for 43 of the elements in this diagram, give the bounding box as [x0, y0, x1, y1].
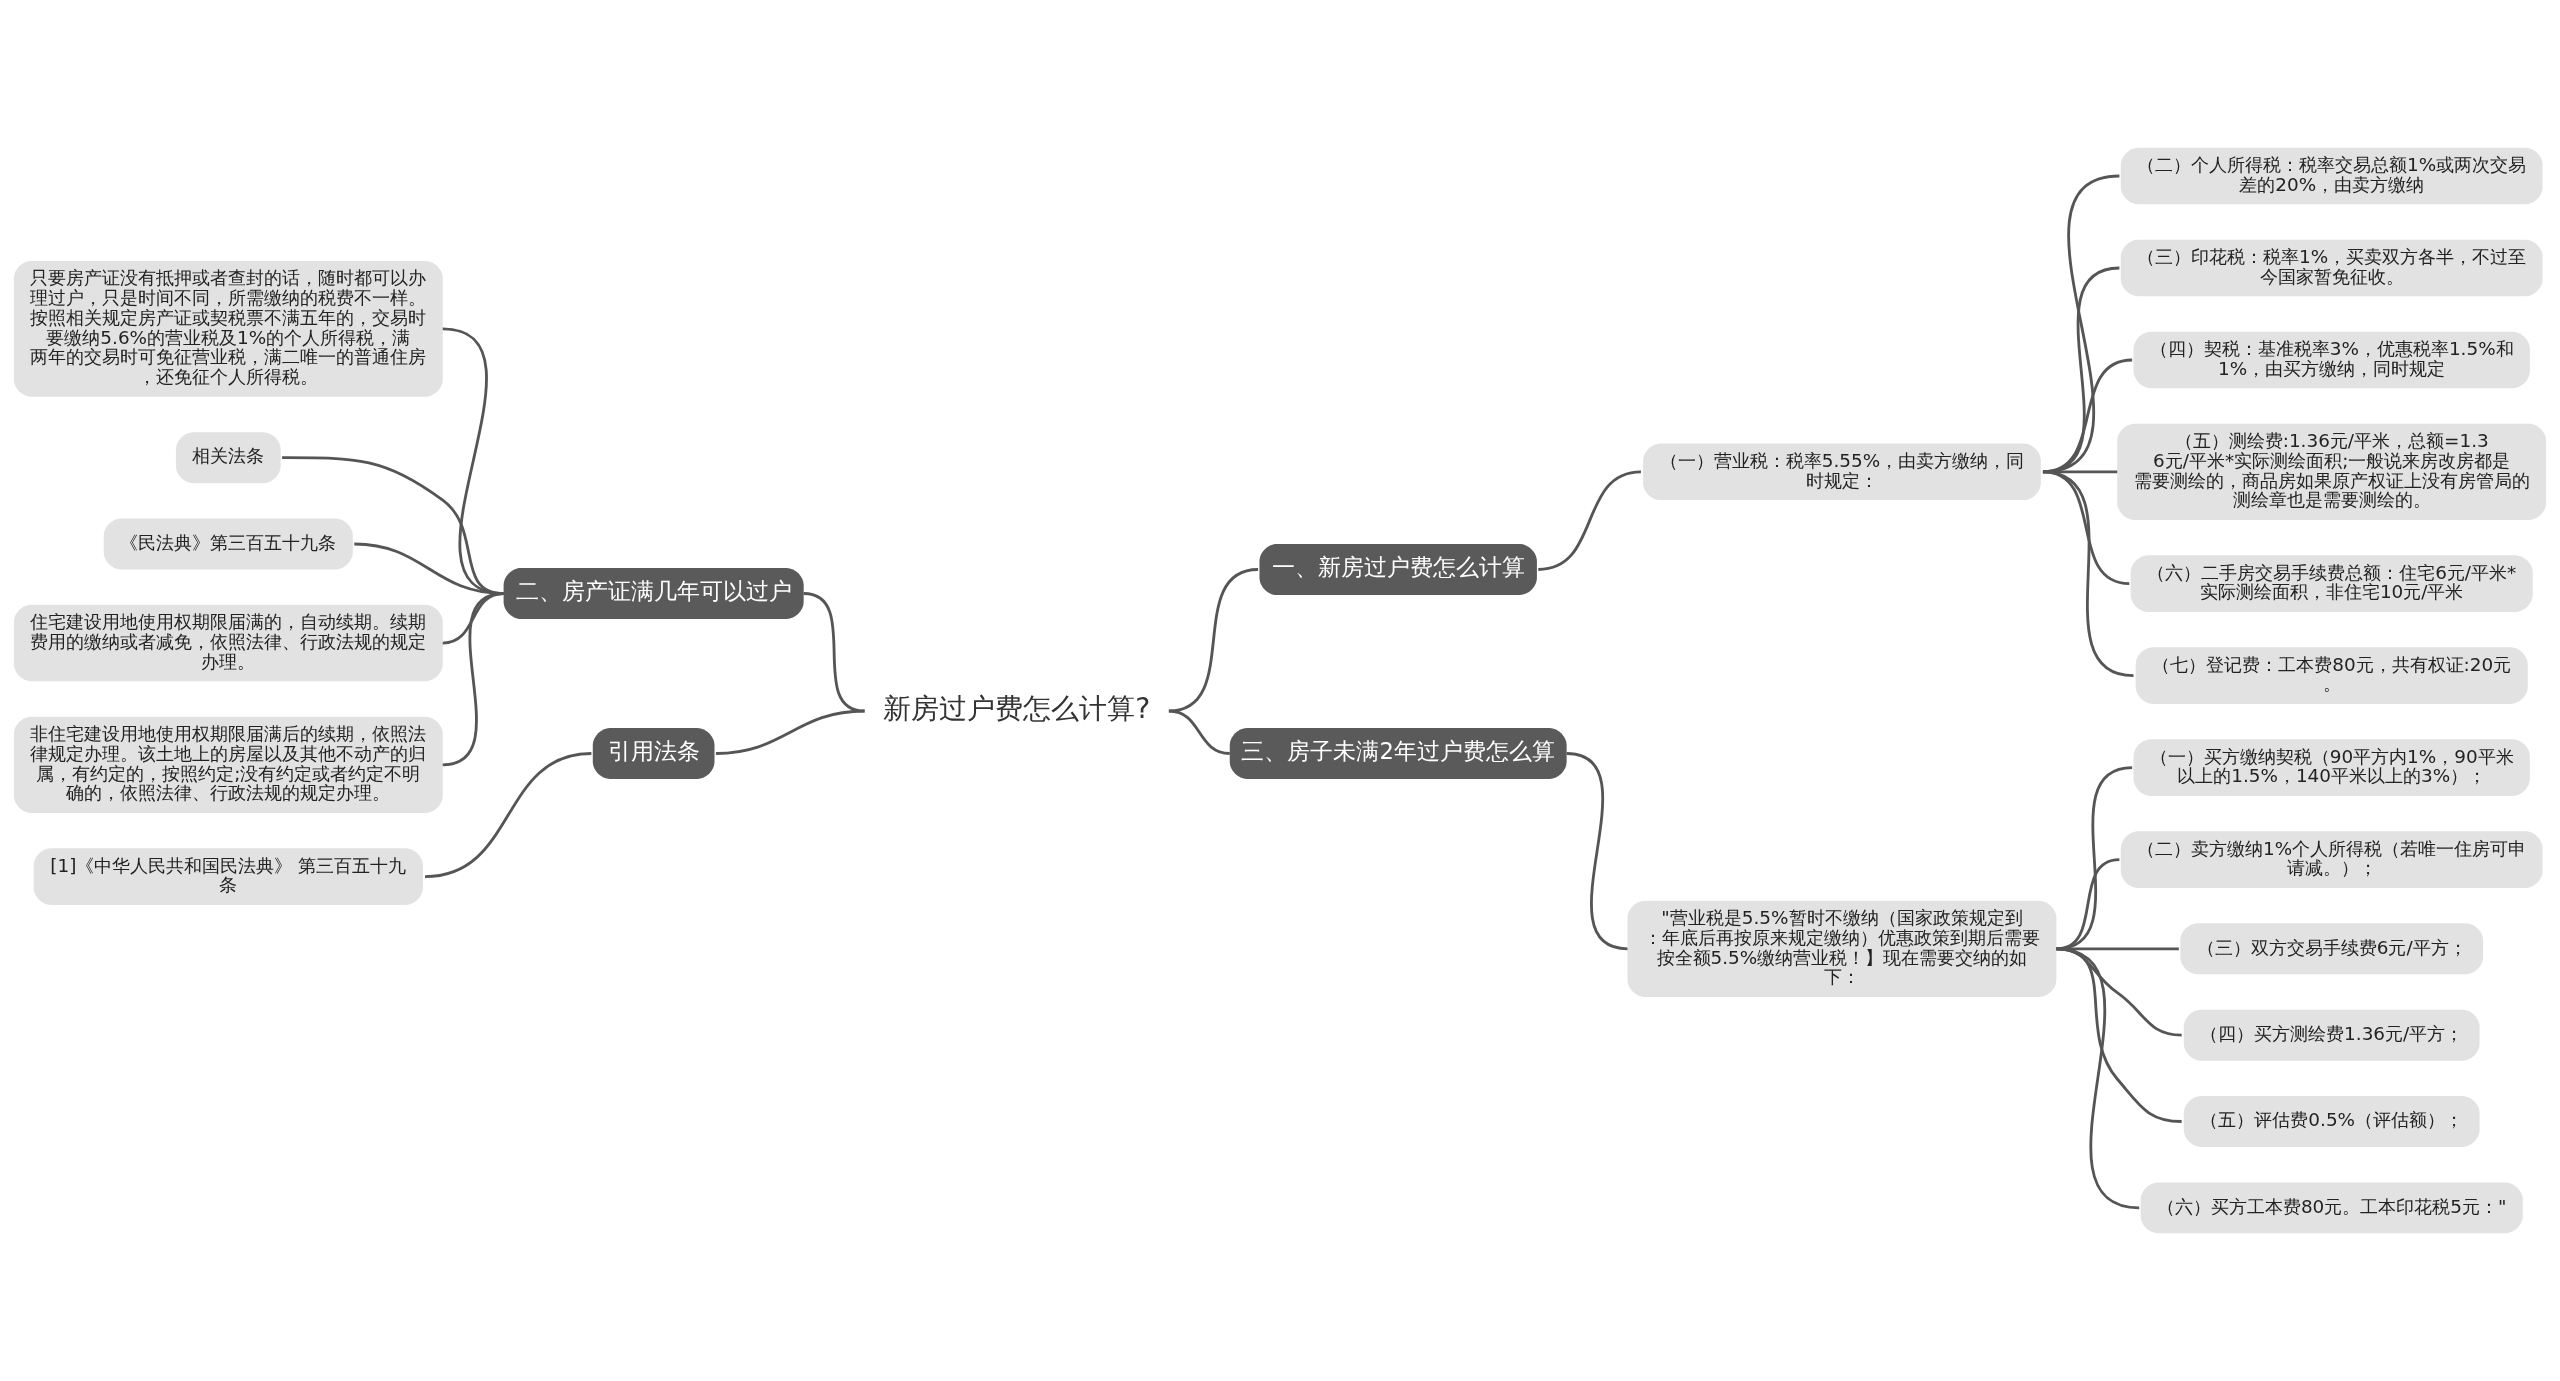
node-box: 住宅建设用地使用权期限届满的，自动续期。续期费用的缴纳或者减免，依照法律、行政法规的规定办理。 — [13, 604, 443, 682]
connector — [2042, 174, 2120, 474]
connector — [442, 592, 504, 767]
node-box: 《民法典》第三百五十九条 — [103, 518, 353, 570]
node-box: （四）买方测绘费1.36元/平方； — [2183, 1009, 2480, 1061]
node-box: [1]《中华人民共和国民法典》 第三百五十九条 — [33, 848, 423, 905]
connector — [803, 592, 865, 713]
connector — [1168, 568, 1259, 713]
node-box: （六）买方工本费80元。工本印花税5元：" — [2140, 1182, 2523, 1234]
node-box: 非住宅建设用地使用权期限届满后的续期，依照法律规定办理。该土地上的房屋以及其他不动产的归属，有约定的，按照约定;没有约定或者约定不明确的，依照法律、行政法规的规定办理。 — [13, 716, 443, 813]
connector — [715, 709, 865, 755]
node-box: （七）登记费：工本费80元，共有权证:20元。 — [2135, 647, 2528, 704]
node-box: "营业税是5.5%暂时不缴纳（国家政策规定到：年底后再按原来规定缴纳）优惠政策到期后需要按全额5.5%缴纳营业税！】现在需要交纳的如下： — [1627, 900, 2057, 997]
connector — [1538, 470, 1642, 571]
connector — [2042, 358, 2133, 474]
connector — [2042, 470, 2130, 586]
connector — [424, 752, 592, 879]
node-box: 三、房子未满2年过户费怎么算 — [1229, 728, 1567, 779]
node-box: （四）契税：基准税率3%，优惠税率1.5%和1%，由买方缴纳，同时规定 — [2133, 331, 2530, 389]
node-box: （三）双方交易手续费6元/平方； — [2180, 923, 2484, 975]
connector — [2056, 947, 2179, 951]
node-text: 新房过户费怎么计算? — [883, 692, 1151, 726]
node-box: （一）买方缴纳契税（90平方内1%，90平米以上的1.5%，140平米以上的3%）； — [2133, 739, 2530, 796]
node-box: 相关法条 — [175, 432, 281, 484]
connector — [2042, 470, 2118, 474]
node-box: （三）印花税：税率1%，买卖双方各半，不过至今国家暂免征收。 — [2120, 239, 2543, 297]
node-box: （五）测绘费:1.36元/平米，总额=1.36元/平米*实际测绘面积;一般说来房改房都是需要测绘的，商品房如果原产权证上没有房管局的测绘章也是需要测绘的。 — [2117, 423, 2547, 520]
connector — [2056, 947, 2182, 1123]
node-box: 引用法条 — [592, 728, 715, 779]
connector — [2042, 470, 2134, 678]
node-box: 一、新房过户费怎么计算 — [1259, 544, 1537, 595]
connector — [2056, 947, 2140, 1210]
node-box: （二）个人所得税：税率交易总额1%或两次交易差的20%，由卖方缴纳 — [2120, 147, 2543, 205]
node-box: （六）二手房交易手续费总额：住宅6元/平米*实际测绘面积，非住宅10元/平米 — [2130, 555, 2533, 612]
connector — [1566, 752, 1628, 951]
connector — [2042, 266, 2120, 474]
connector — [1168, 709, 1230, 755]
connector — [2056, 947, 2182, 1037]
node-box: （一）营业税：税率5.55%，由卖方缴纳，同时规定： — [1643, 443, 2041, 501]
node-box: 只要房产证没有抵押或者查封的话，随时都可以办理过户，只是时间不同，所需缴纳的税费不一样。按照相关规定房产证或契税票不满五年的，交易时要缴纳5.6%的营业税及1%的个人所得税，满两年的交易时可免征营业税，满二唯一的普通住房，还免征个人所得税。 — [13, 260, 443, 397]
node-box: （五）评估费0.5%（评估额）； — [2183, 1096, 2480, 1147]
node-box: （二）卖方缴纳1%个人所得税（若唯一住房可申请减。）； — [2120, 831, 2543, 888]
node-box: 二、房产证满几年可以过户 — [503, 568, 804, 619]
